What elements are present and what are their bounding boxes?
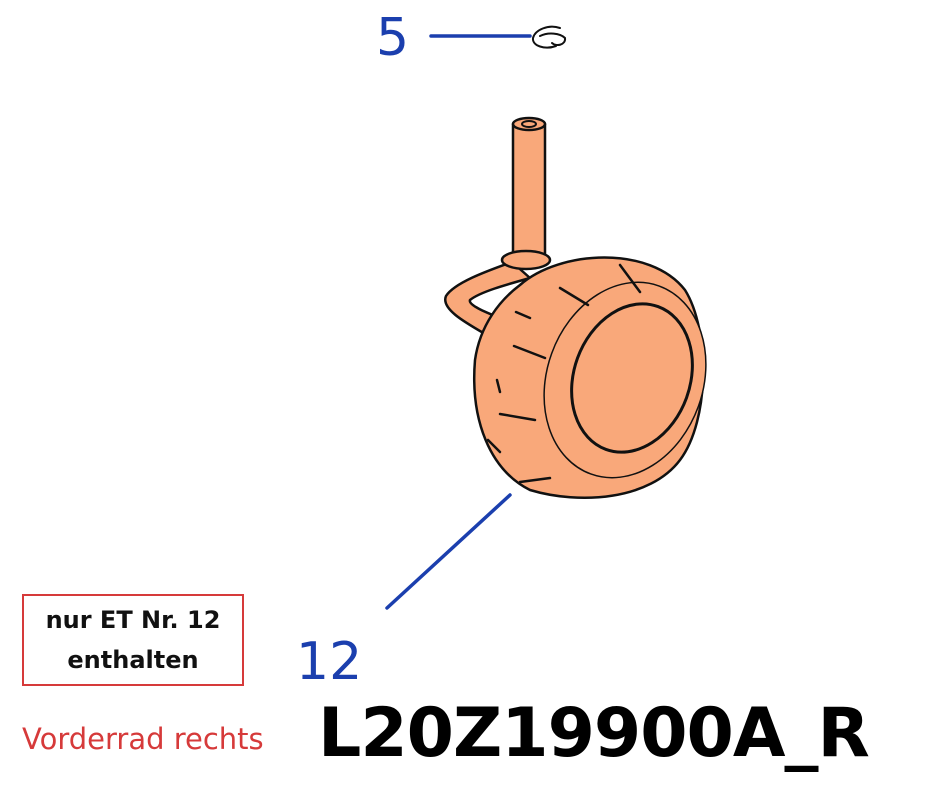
- callout-number-5: 5: [376, 8, 410, 68]
- retaining-clip-icon: [532, 25, 567, 49]
- note-line-2: enthalten: [67, 646, 199, 674]
- part-description: Vorderrad rechts: [22, 722, 264, 756]
- leader-line-12: [385, 493, 512, 610]
- note-line-1: nur ET Nr. 12: [45, 606, 221, 634]
- callout-number-12: 12: [296, 632, 363, 692]
- included-parts-note: nur ET Nr. 12 enthalten: [22, 594, 244, 686]
- part-number: L20Z19900A_R: [318, 694, 870, 773]
- caster-stem: [500, 116, 552, 271]
- wheel: [473, 256, 707, 499]
